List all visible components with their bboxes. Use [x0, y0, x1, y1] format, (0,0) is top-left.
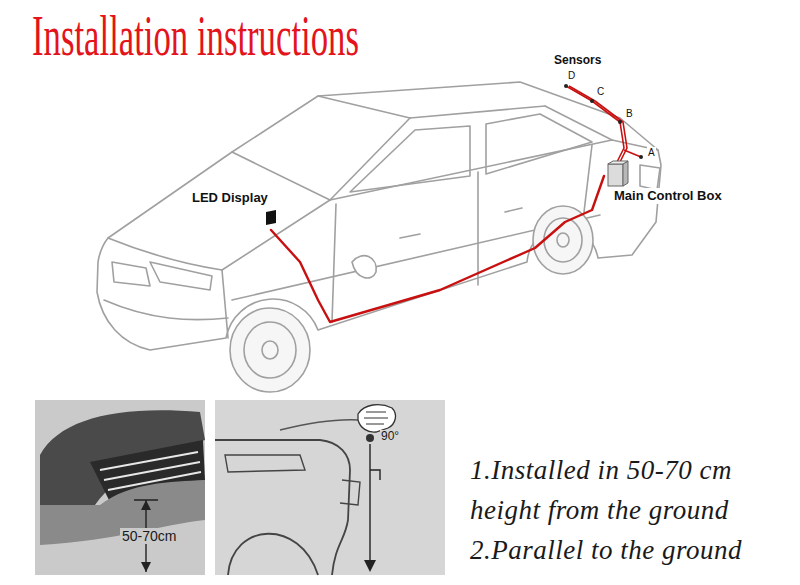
- car-outline: [97, 82, 661, 350]
- led-display-icon: [264, 210, 278, 226]
- car-outline: [104, 300, 228, 320]
- car-outline: [230, 308, 310, 392]
- sensor-wires: [624, 150, 641, 157]
- perpendicular-photo: [364, 560, 376, 572]
- sensor-wires: [566, 86, 624, 162]
- sensor-dots: [564, 84, 568, 88]
- car-outline: [150, 262, 212, 290]
- control-box-icon: [623, 161, 628, 186]
- perpendicular-photo: [280, 420, 360, 430]
- car-outline: [97, 82, 661, 392]
- main-control-box: Main Control Box: [604, 160, 728, 204]
- rear-height-photo: [35, 400, 205, 575]
- sensors-label: Sensors: [553, 54, 602, 68]
- sensor-wires: [569, 86, 627, 162]
- instruction-note: 2.Parallel to the ground: [470, 530, 790, 570]
- perpendicular-photo: [215, 440, 350, 575]
- car-outline: [477, 172, 479, 285]
- led-display: LED Display: [190, 190, 270, 230]
- car-outline: [330, 118, 410, 200]
- car-outline: [350, 126, 470, 192]
- car-outline: [400, 234, 420, 238]
- control-box-icon: [608, 164, 623, 186]
- car-outline: [533, 206, 593, 274]
- instruction-notes: 1.Installed in 50-70 cm height from the …: [470, 450, 790, 570]
- node-label: Main Control Box: [612, 188, 724, 204]
- car-outline: [222, 270, 228, 338]
- sensor-letter: A: [647, 147, 656, 159]
- perpendicular-photo: [366, 434, 374, 442]
- perpendicular-photo: [225, 455, 305, 472]
- sensor-dots: [590, 99, 594, 103]
- perpendicular-photo: [370, 444, 380, 564]
- perpendicular-photo: [215, 400, 445, 575]
- sensor-letter: D: [567, 70, 576, 82]
- angle-label: 90°: [380, 430, 400, 444]
- sensor-wires: [566, 86, 641, 162]
- sensor-letter: C: [596, 86, 605, 98]
- car-outline: [244, 322, 296, 378]
- height-dimension: 50-70cm: [120, 528, 178, 544]
- rear-height-photo: [40, 480, 205, 545]
- perpendicular-photo: [364, 412, 388, 424]
- car-outline: [332, 204, 336, 322]
- sensor-letter: B: [625, 108, 634, 120]
- control-box-icon: [606, 160, 630, 188]
- car-outline: [640, 165, 660, 190]
- car-outline: [262, 341, 278, 359]
- perpendicular-photo: [228, 534, 318, 575]
- car-outline: [486, 114, 592, 174]
- sensor-dots: [618, 120, 622, 124]
- rear-height-photo: [35, 400, 205, 575]
- title-heading: Installation instructions: [32, 4, 359, 68]
- car-outline: [318, 96, 410, 118]
- perpendicular-photo: [358, 405, 395, 433]
- control-box-icon: [608, 161, 628, 164]
- car-outline: [557, 233, 569, 247]
- car-outline: [505, 208, 522, 212]
- car-outline: [112, 262, 150, 286]
- node-label: LED Display: [190, 190, 270, 206]
- perpendicular-photo: [340, 480, 360, 505]
- sensor-dots: [564, 84, 643, 159]
- car-outline: [352, 256, 376, 278]
- instruction-note: 1.Installed in 50-70 cm height from the …: [470, 450, 790, 530]
- sensor-dots: [639, 155, 643, 159]
- led-display-icon: [266, 210, 276, 225]
- wire-connector: [271, 176, 604, 322]
- car-outline: [584, 145, 592, 212]
- perpendicular-photo: [215, 400, 445, 575]
